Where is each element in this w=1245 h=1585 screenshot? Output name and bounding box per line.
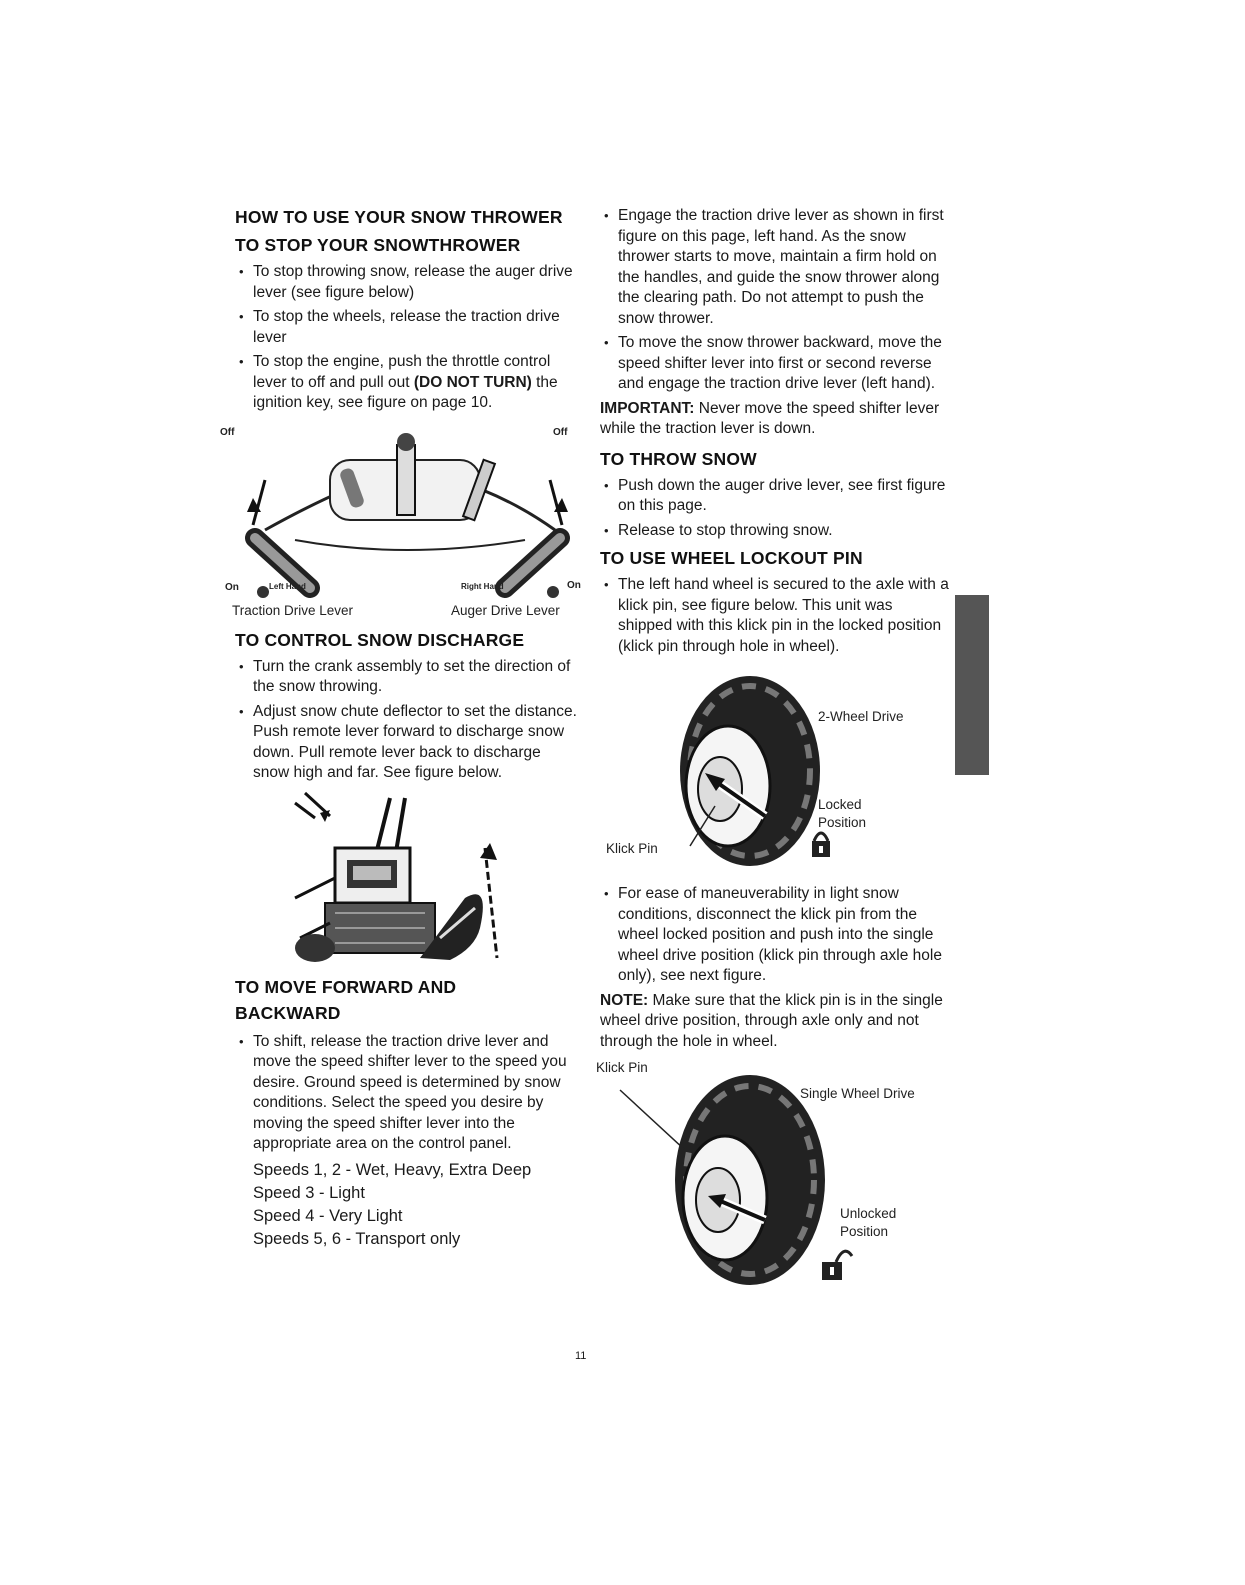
locked-label: Locked [818, 797, 862, 812]
list-item: Push down the auger drive lever, see fir… [600, 476, 950, 517]
do-not-turn-warning: (DO NOT TURN) [413, 373, 532, 391]
page-number: 11 [575, 1350, 587, 1362]
list-item: Adjust snow chute deflector to set the d… [235, 702, 580, 784]
discharge-heading: TO CONTROL SNOW DISCHARGE [235, 629, 525, 650]
lockout-list: The left hand wheel is secured to the ax… [600, 575, 950, 657]
two-wheel-drive-label: 2-Wheel Drive [818, 709, 904, 724]
throw-list: Push down the auger drive lever, see fir… [600, 476, 950, 542]
on-label-right: On [567, 579, 581, 591]
list-item: To stop the wheels, release the traction… [235, 307, 580, 348]
speed-row: Speeds 1, 2 - Wet, Heavy, Extra Deep [253, 1160, 532, 1179]
unlocked-label: Unlocked [840, 1206, 897, 1221]
lockout-list-2: For ease of maneuverability in light sno… [600, 884, 950, 987]
list-item: Engage the traction drive lever as shown… [600, 206, 950, 329]
throw-heading: TO THROW SNOW [600, 448, 757, 469]
page-title: HOW TO USE YOUR SNOW THROWER [235, 207, 563, 227]
important-note: IMPORTANT: Never move the speed shifter … [600, 399, 940, 438]
note-text: NOTE: Make sure that the klick pin is in… [600, 991, 943, 1050]
klick-pin-label: Klick Pin [596, 1060, 648, 1075]
list-item: To move the snow thrower backward, move … [600, 333, 950, 395]
left-column: HOW TO USE YOUR SNOW THROWER TO STOP YOU… [220, 206, 581, 1251]
position-label: Position [840, 1224, 889, 1239]
list-item: Turn the crank assembly to set the direc… [235, 657, 580, 698]
off-label-right: Off [553, 426, 568, 438]
move-heading: TO MOVE FORWARD AND BACKWARD [235, 976, 457, 1023]
single-wheel-drive-label: Single Wheel Drive [800, 1086, 915, 1101]
snow-thrower-illustration [294, 791, 499, 962]
discharge-list: Turn the crank assembly to set the direc… [235, 657, 580, 784]
lever-figure: Off Off On On Left Hand Right Hand Tract… [220, 420, 581, 625]
right-hand-label: Right Hand [461, 581, 504, 591]
speed-row: Speed 4 - Very Light [253, 1206, 403, 1225]
handlebar-illustration [245, 432, 570, 598]
speed-list: Speeds 1, 2 - Wet, Heavy, Extra Deep Spe… [235, 1159, 580, 1251]
lockout-heading: TO USE WHEEL LOCKOUT PIN [600, 548, 863, 568]
list-item: The left hand wheel is secured to the ax… [600, 575, 950, 657]
position-label: Position [818, 815, 867, 830]
speed-row: Speed 3 - Light [253, 1183, 365, 1202]
off-label-left: Off [220, 426, 235, 438]
move-list: To shift, release the traction drive lev… [235, 1032, 580, 1155]
list-item: Release to stop throwing snow. [600, 521, 950, 542]
chute-figure [275, 788, 580, 968]
wheel-illustration-locked [680, 676, 830, 866]
wheel-illustration-unlocked [619, 1075, 854, 1285]
stop-heading: TO STOP YOUR SNOWTHROWER [235, 235, 521, 255]
locked-wheel-figure: 2-Wheel Drive Locked Position Klick Pin [600, 661, 950, 876]
list-item: To stop throwing snow, release the auger… [235, 262, 580, 303]
auger-caption: Auger Drive Lever [451, 602, 560, 618]
left-hand-label: Left Hand [269, 581, 306, 591]
list-item: For ease of maneuverability in light sno… [600, 884, 950, 987]
right-column: Engage the traction drive lever as shown… [596, 206, 950, 1290]
unlocked-wheel-figure: Klick Pin Single Wheel Drive Unlocked Po… [596, 1060, 950, 1290]
klick-pin-label: Klick Pin [606, 841, 658, 856]
stop-list: To stop throwing snow, release the auger… [235, 262, 580, 414]
list-item: To shift, release the traction drive lev… [235, 1032, 580, 1155]
speed-row: Speeds 5, 6 - Transport only [253, 1229, 461, 1248]
list-item: To stop the engine, push the throttle co… [235, 352, 580, 414]
engage-list: Engage the traction drive lever as shown… [600, 206, 950, 395]
section-tab-marker [955, 595, 989, 775]
traction-caption: Traction Drive Lever [232, 602, 354, 618]
on-label-left: On [225, 581, 239, 593]
